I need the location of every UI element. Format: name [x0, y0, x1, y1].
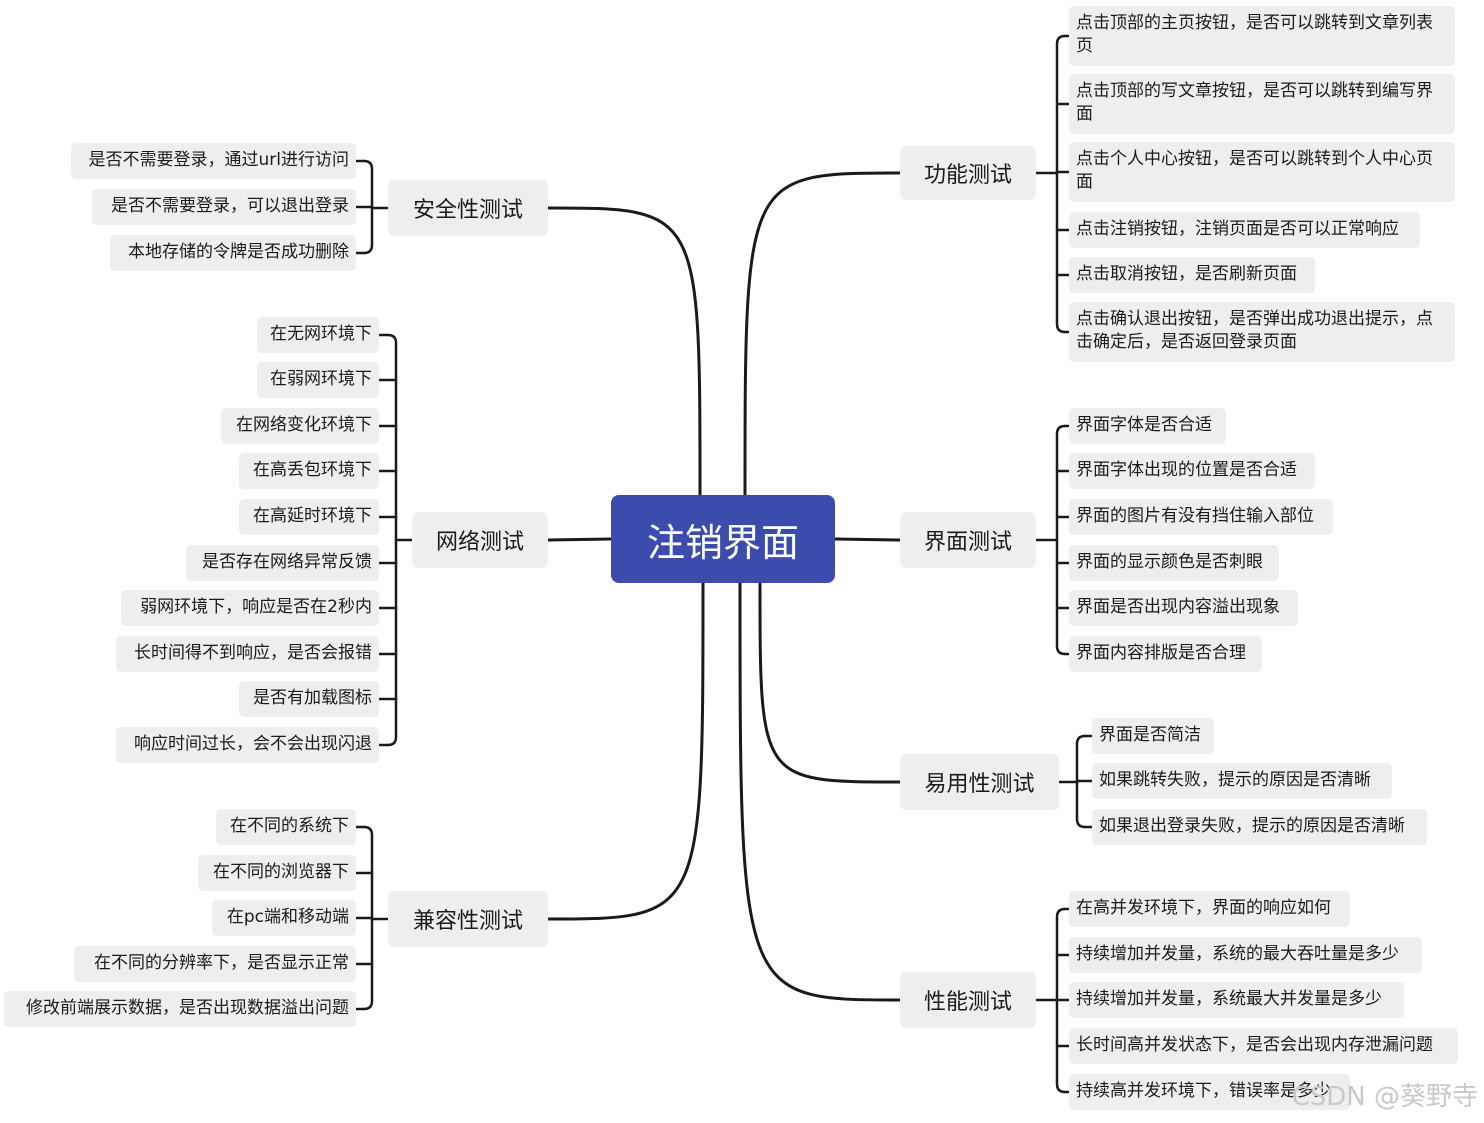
- leaf-ui[interactable]: 界面字体出现的位置是否合适: [1069, 453, 1315, 489]
- branch-ui[interactable]: 界面测试: [900, 512, 1036, 568]
- leaf-performance[interactable]: 在高并发环境下，界面的响应如何: [1069, 891, 1350, 927]
- branch-compatibility[interactable]: 兼容性测试: [388, 891, 548, 947]
- connector-line: [743, 171, 902, 497]
- leaf-function[interactable]: 点击顶部的写文章按钮，是否可以跳转到编写界面: [1069, 74, 1455, 134]
- leaf-network[interactable]: 长时间得不到响应，是否会报错: [116, 636, 379, 672]
- connector-line: [546, 581, 705, 921]
- leaf-network[interactable]: 响应时间过长，会不会出现闪退: [116, 727, 379, 763]
- connector-line: [1055, 34, 1067, 334]
- connector-line: [738, 581, 902, 1002]
- leaf-usability[interactable]: 如果退出登录失败，提示的原因是否清晰: [1092, 809, 1427, 845]
- watermark: CSDN @葵野寺: [1291, 1082, 1478, 1112]
- branch-function[interactable]: 功能测试: [900, 146, 1036, 200]
- leaf-network[interactable]: 在网络变化环境下: [221, 408, 379, 444]
- leaf-ui[interactable]: 界面内容排版是否合理: [1069, 636, 1262, 672]
- leaf-network[interactable]: 是否存在网络异常反馈: [186, 545, 379, 581]
- leaf-performance[interactable]: 持续增加并发量，系统的最大吞吐量是多少: [1069, 937, 1422, 973]
- leaf-function[interactable]: 点击个人中心按钮，是否可以跳转到个人中心页面: [1069, 142, 1455, 202]
- connector-line: [386, 333, 398, 747]
- leaf-compatibility[interactable]: 修改前端展示数据，是否出现数据溢出问题: [4, 991, 356, 1027]
- leaf-function[interactable]: 点击取消按钮，是否刷新页面: [1069, 257, 1315, 293]
- leaf-ui[interactable]: 界面是否出现内容溢出现象: [1069, 590, 1298, 626]
- leaf-security[interactable]: 是否不需要登录，通过url进行访问: [71, 143, 356, 179]
- leaf-compatibility[interactable]: 在不同的系统下: [216, 809, 356, 845]
- leaf-function[interactable]: 点击注销按钮，注销页面是否可以正常响应: [1069, 212, 1420, 248]
- leaf-usability[interactable]: 界面是否简洁: [1092, 718, 1214, 754]
- connector-line: [546, 206, 702, 497]
- leaf-compatibility[interactable]: 在pc端和移动端: [212, 900, 356, 936]
- leaf-compatibility[interactable]: 在不同的分辨率下，是否显示正常: [74, 946, 356, 982]
- leaf-function[interactable]: 点击顶部的主页按钮，是否可以跳转到文章列表页: [1069, 6, 1455, 66]
- connector-line: [546, 537, 613, 542]
- connector-line: [833, 537, 902, 542]
- leaf-network[interactable]: 在无网环境下: [257, 317, 379, 353]
- connector-line: [1055, 424, 1067, 656]
- leaf-security[interactable]: 本地存储的令牌是否成功删除: [110, 235, 356, 271]
- branch-security[interactable]: 安全性测试: [388, 180, 548, 236]
- leaf-ui[interactable]: 界面的图片有没有挡住输入部位: [1069, 499, 1333, 535]
- leaf-performance[interactable]: 持续高并发环境下，错误率是多少: [1069, 1074, 1350, 1110]
- leaf-performance[interactable]: 持续增加并发量，系统最大并发量是多少: [1069, 982, 1404, 1018]
- leaf-usability[interactable]: 如果跳转失败，提示的原因是否清晰: [1092, 763, 1392, 799]
- branch-network[interactable]: 网络测试: [412, 512, 548, 568]
- connector-line: [758, 581, 902, 784]
- leaf-network[interactable]: 是否有加载图标: [239, 681, 379, 717]
- leaf-ui[interactable]: 界面字体是否合适: [1069, 408, 1226, 444]
- leaf-ui[interactable]: 界面的显示颜色是否刺眼: [1069, 545, 1279, 581]
- leaf-network[interactable]: 在弱网环境下: [257, 362, 379, 398]
- leaf-network[interactable]: 在高丢包环境下: [239, 453, 379, 489]
- leaf-function[interactable]: 点击确认退出按钮，是否弹出成功退出提示，点击确定后，是否返回登录页面: [1069, 302, 1455, 362]
- leaf-compatibility[interactable]: 在不同的浏览器下: [198, 855, 356, 891]
- leaf-security[interactable]: 是否不需要登录，可以退出登录: [92, 189, 356, 225]
- leaf-network[interactable]: 在高延时环境下: [239, 499, 379, 535]
- branch-usability[interactable]: 易用性测试: [900, 754, 1059, 810]
- leaf-network[interactable]: 弱网环境下，响应是否在2秒内: [121, 590, 379, 626]
- branch-performance[interactable]: 性能测试: [900, 972, 1036, 1028]
- leaf-performance[interactable]: 长时间高并发状态下，是否会出现内存泄漏问题: [1069, 1028, 1458, 1064]
- root-node[interactable]: 注销界面: [611, 495, 835, 583]
